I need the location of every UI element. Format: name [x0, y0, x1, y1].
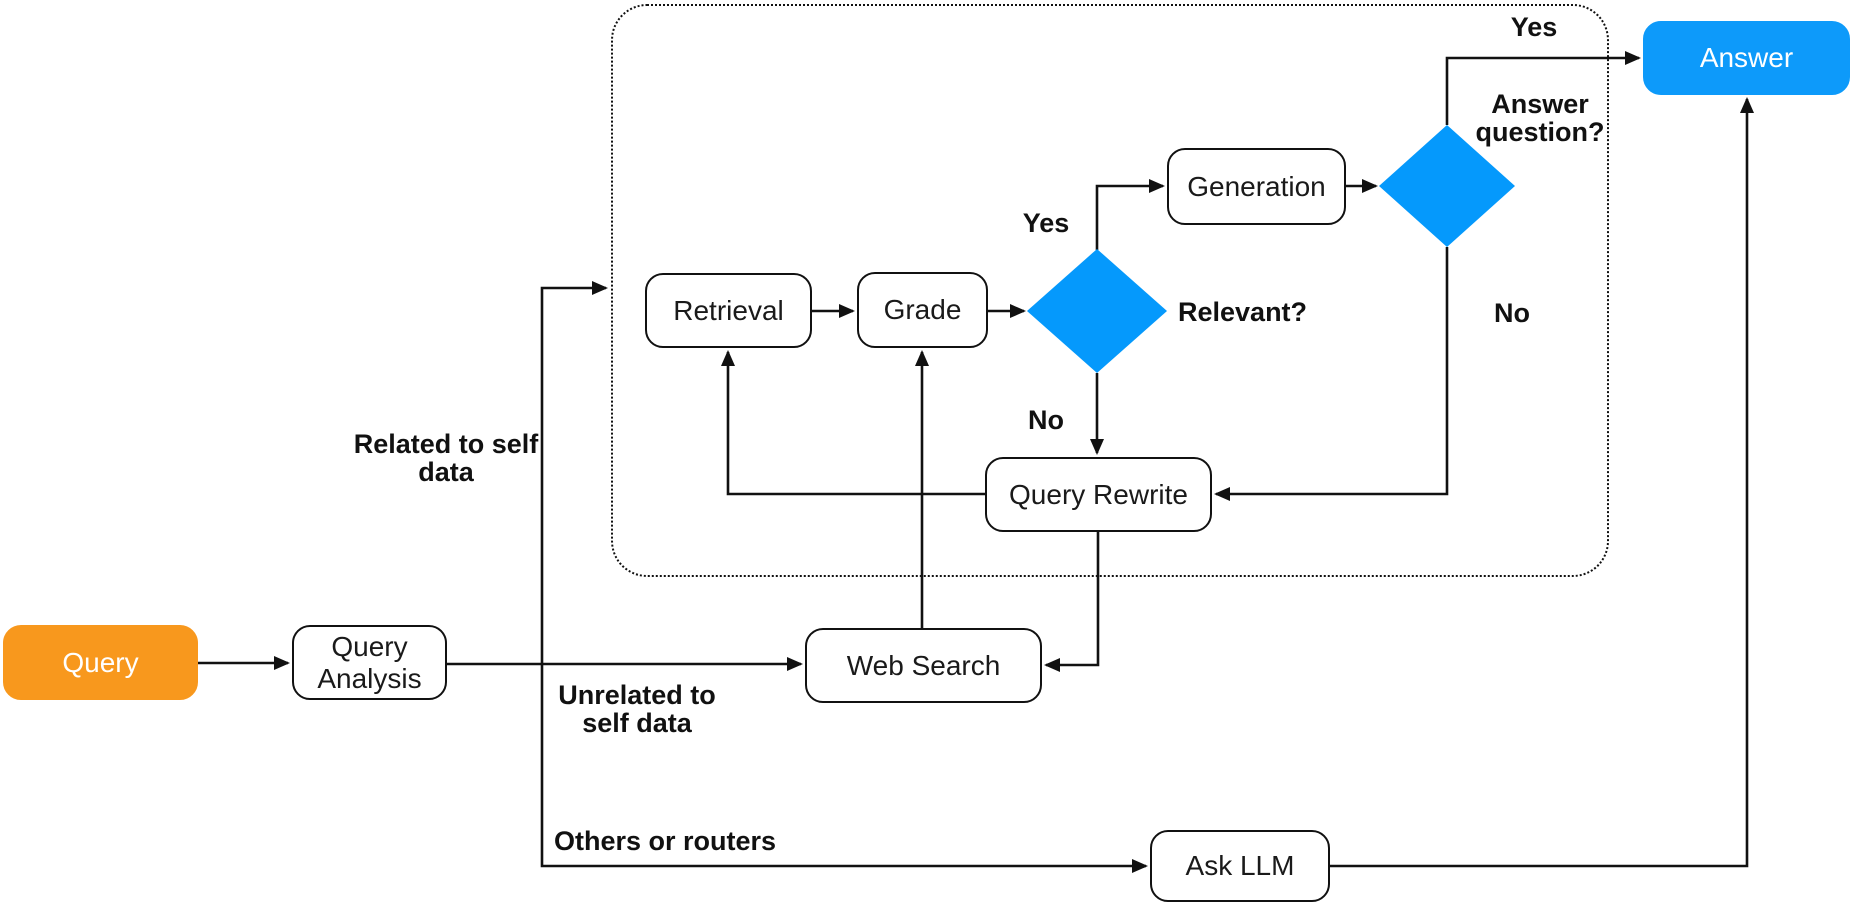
node-retrieval: Retrieval: [645, 273, 812, 348]
node-grade-label: Grade: [883, 294, 962, 325]
node-query-rewrite-label: Query Rewrite: [1009, 478, 1188, 510]
node-query-analysis: Query Analysis: [292, 625, 447, 700]
label-answer-yes: Yes: [1510, 12, 1558, 42]
node-query-rewrite: Query Rewrite: [985, 457, 1212, 532]
node-ask-llm-label: Ask LLM: [1185, 850, 1295, 881]
node-query: Query: [3, 625, 198, 700]
node-answer: Answer: [1643, 21, 1850, 95]
node-web-search: Web Search: [805, 628, 1042, 703]
label-answer-question: Answer question?: [1475, 89, 1605, 147]
label-related-to-self-data: Related to self data: [353, 429, 539, 487]
label-relevant-yes: Yes: [1022, 208, 1070, 238]
label-others-or-routers: Others or routers: [553, 826, 777, 856]
label-answer-no: No: [1494, 298, 1530, 328]
node-generation-label: Generation: [1187, 170, 1326, 202]
node-answer-label: Answer: [1699, 42, 1794, 73]
node-web-search-label: Web Search: [846, 649, 1001, 681]
node-query-label: Query: [62, 646, 139, 678]
label-relevant-question: Relevant?: [1178, 297, 1308, 327]
node-generation: Generation: [1167, 148, 1346, 225]
node-retrieval-label: Retrieval: [673, 294, 784, 326]
node-grade: Grade: [857, 272, 988, 348]
node-query-analysis-label: Query Analysis: [317, 630, 422, 694]
label-unrelated-to-self-data: Unrelated to self data: [558, 680, 716, 738]
node-ask-llm: Ask LLM: [1150, 830, 1330, 902]
label-relevant-no: No: [1028, 405, 1064, 435]
